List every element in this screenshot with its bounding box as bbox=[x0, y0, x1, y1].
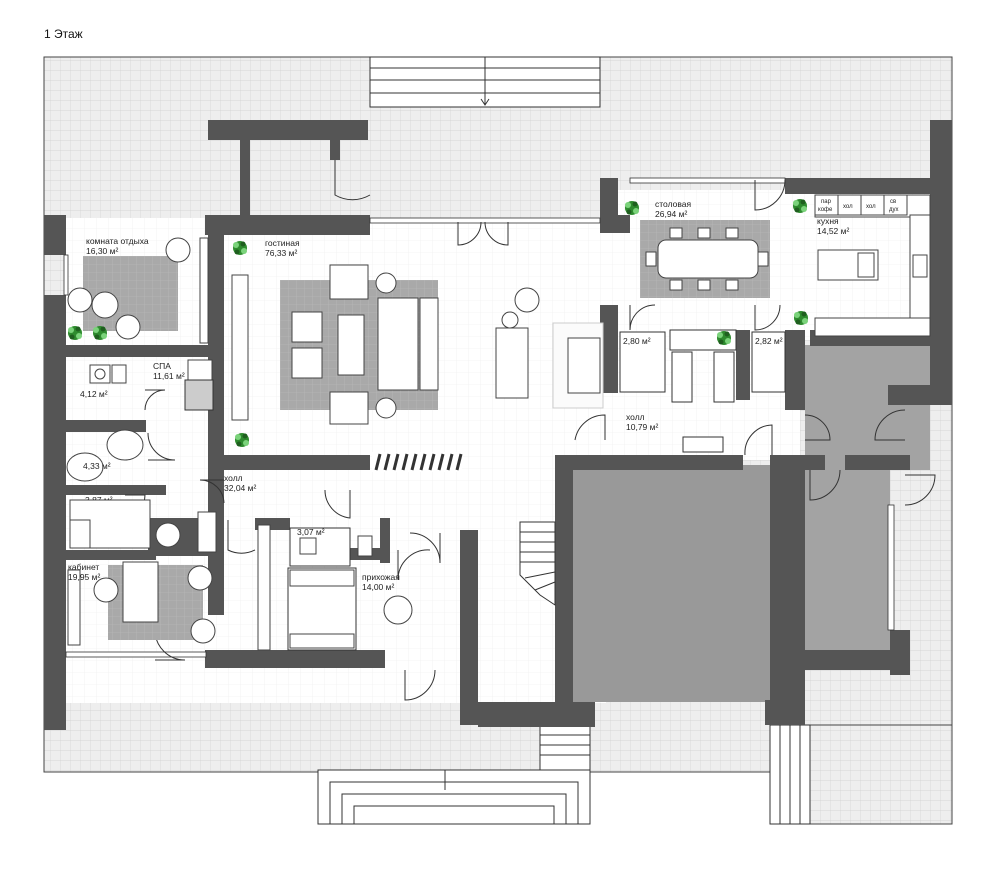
rest-room: комната отдыха 16,30 м² bbox=[67, 236, 209, 344]
garage bbox=[570, 465, 770, 702]
wc1-area: 4,12 м² bbox=[80, 389, 108, 399]
appliance-label: дух bbox=[889, 207, 899, 213]
appliance-label: хол bbox=[843, 204, 853, 210]
closet2-area: 2,82 м² bbox=[755, 336, 783, 346]
appliance-label: хол bbox=[866, 204, 876, 210]
top-stairs bbox=[369, 56, 601, 108]
dining-room: столовая 26,94 м² bbox=[625, 199, 770, 298]
hall2-area: 10,79 м² bbox=[626, 422, 658, 432]
closets: 2,80 м² 2,82 м² холл 10,79 м² bbox=[619, 329, 786, 453]
kitchen: пар кофе хол хол св дух кухня 14,52 м² bbox=[793, 194, 931, 337]
floor-title: 1 Этаж bbox=[44, 27, 83, 41]
fireplace-grate bbox=[372, 452, 463, 472]
office-area: 19,95 м² bbox=[68, 572, 100, 582]
bottom-stairs bbox=[317, 724, 591, 825]
living-room: гостиная 76,33 м² bbox=[231, 238, 604, 472]
office-name: кабинет bbox=[68, 562, 99, 572]
doors bbox=[124, 160, 936, 701]
appliance-label: пар bbox=[821, 199, 832, 205]
side-room bbox=[805, 470, 890, 650]
dining-area: 26,94 м² bbox=[655, 209, 687, 219]
wc3-area: 3,07 м² bbox=[297, 527, 325, 537]
hall-main-area: 32,04 м² bbox=[224, 483, 256, 493]
appliance-label: кофе bbox=[818, 207, 833, 213]
inner-stairs bbox=[519, 521, 556, 606]
garage-annex bbox=[805, 345, 930, 470]
entry-area: 14,00 м² bbox=[362, 582, 394, 592]
office: кабинет 19,95 м² bbox=[67, 561, 216, 646]
spa-block: СПА 11,61 м² 4,12 м² 4,33 м² 3,87 м² bbox=[66, 359, 217, 553]
living-name: гостиная bbox=[265, 238, 300, 248]
rest-room-name: комната отдыха bbox=[86, 236, 149, 246]
wc2-area: 4,33 м² bbox=[83, 461, 111, 471]
hall-main-name: холл bbox=[224, 473, 243, 483]
dining-name: столовая bbox=[655, 199, 692, 209]
kitchen-area: 14,52 м² bbox=[817, 226, 849, 236]
hall2-name: холл bbox=[626, 412, 645, 422]
entry-area: холл 32,04 м² 3,07 м² прихожая 14,00 м² bbox=[224, 473, 413, 651]
right-stairs bbox=[769, 724, 811, 825]
closet1-area: 2,80 м² bbox=[623, 336, 651, 346]
entry-name: прихожая bbox=[362, 572, 400, 582]
spa-area: 11,61 м² bbox=[153, 371, 185, 381]
kitchen-name: кухня bbox=[817, 216, 839, 226]
living-area: 76,33 м² bbox=[265, 248, 297, 258]
spa-name: СПА bbox=[153, 361, 171, 371]
walls bbox=[44, 120, 952, 730]
appliance-label: св bbox=[890, 199, 896, 205]
rest-room-area: 16,30 м² bbox=[86, 246, 118, 256]
